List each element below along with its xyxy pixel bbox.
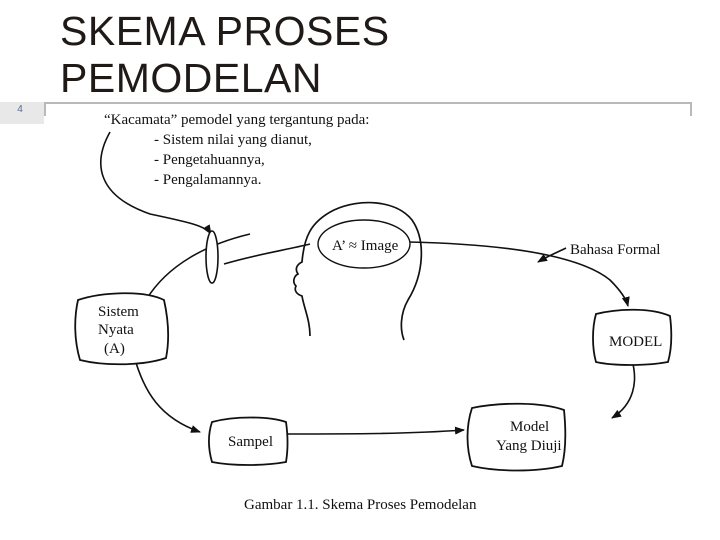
- tested-model-label-line1: Model: [510, 419, 549, 435]
- tested-model-label-line2: Yang Diuji: [496, 438, 562, 454]
- arc-model-to-tested: [611, 359, 636, 419]
- slide-title: SKEMA PROSES PEMODELAN: [60, 8, 390, 102]
- figure-caption: Gambar 1.1. Skema Proses Pemodelan: [244, 497, 477, 513]
- model-label: MODEL: [609, 334, 662, 350]
- real-system-node: [74, 292, 170, 366]
- modeling-process-diagram: “Kacamata” pemodel yang tergantung pada:…: [48, 104, 690, 540]
- arc-sample-to-tested: [287, 426, 465, 435]
- lens-note-item-1: - Sistem nilai yang dianut,: [154, 132, 312, 148]
- real-system-label-line2: Nyata: [98, 322, 134, 338]
- formal-language-label: Bahasa Formal: [570, 242, 660, 258]
- model-node: [592, 308, 673, 366]
- arc-system-to-sample: [133, 355, 201, 433]
- tested-model-node: [466, 402, 567, 472]
- real-system-label-line1: Sistem: [98, 304, 139, 320]
- sample-label: Sampel: [228, 434, 273, 450]
- formal-language-arrow: [537, 247, 567, 263]
- divider-right-tick: [690, 102, 692, 116]
- lens-icon: [205, 230, 219, 284]
- slide-title-line2: PEMODELAN: [60, 55, 322, 101]
- slide-number-box: [0, 102, 44, 124]
- head-image-label: A’ ≈ Image: [332, 238, 399, 254]
- arc-head-to-model: [407, 241, 630, 307]
- head-profile-icon: [292, 201, 423, 341]
- arc-lens-to-head: [223, 243, 311, 265]
- real-system-label-line3: (A): [104, 341, 125, 357]
- lens-note-item-2: - Pengetahuannya,: [154, 152, 265, 168]
- title-divider: [44, 102, 692, 104]
- arc-system-to-lens: [145, 233, 251, 301]
- diagram-canvas: “Kacamata” pemodel yang tergantung pada:…: [74, 112, 673, 513]
- sample-node: [208, 416, 289, 466]
- lens-note-item-3: - Pengalamannya.: [154, 172, 261, 188]
- lens-note-arrow: [100, 131, 212, 235]
- head-bubble: [317, 219, 411, 269]
- slide-number: 4: [17, 104, 23, 115]
- divider-left-tick: [44, 102, 46, 116]
- lens-note-heading: “Kacamata” pemodel yang tergantung pada:: [104, 112, 369, 128]
- slide-title-line1: SKEMA PROSES: [60, 8, 390, 54]
